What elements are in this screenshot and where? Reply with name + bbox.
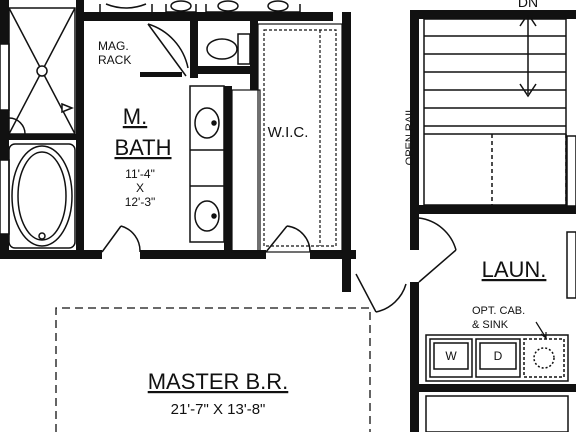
master-door[interactable]: [355, 273, 377, 313]
wic-shelving: [231, 23, 343, 253]
sink-lower-icon: [194, 200, 220, 232]
doors: [101, 23, 457, 313]
stairs-direction-label: DN: [518, 0, 538, 10]
master-ceiling-outline: [55, 307, 371, 432]
master-bath-dim-x: X: [136, 181, 144, 195]
window-left-lower: [0, 159, 10, 235]
wic-label: W.I.C.: [268, 124, 309, 141]
toilet: [206, 33, 251, 65]
open-rail-label: OPEN RAIL: [404, 107, 416, 166]
laundry-door[interactable]: [418, 249, 457, 283]
top-fixtures: [99, 0, 301, 13]
bathtub: [8, 143, 76, 249]
window-left-upper: [0, 43, 10, 111]
washer-box: [429, 338, 473, 378]
vanity: [189, 85, 225, 243]
window-right-upper: [566, 135, 576, 207]
master-br-dims: 21'-7" X 13'-8": [171, 401, 266, 418]
opt-cab-label-line1: OPT. CAB.: [472, 305, 525, 317]
sink-upper-icon: [194, 107, 220, 139]
master-bath-label-line2: BATH: [114, 135, 171, 160]
laundry-appliances: [425, 321, 569, 432]
master-bath-dim-width: 11'-4": [125, 167, 155, 181]
master-bath-dim-height: 12'-3": [125, 195, 156, 209]
bath-door[interactable]: [101, 225, 122, 253]
opt-cab-label-line2: & SINK: [472, 319, 509, 331]
mag-rack-label-line2: RACK: [98, 53, 131, 67]
shower-drain-icon: [36, 65, 48, 77]
washer-label: W: [445, 349, 457, 363]
master-br-label: MASTER B.R.: [148, 369, 289, 394]
window-right-lower: [566, 231, 576, 299]
mag-rack-label-line1: MAG.: [98, 39, 129, 53]
master-bath-label-line1: M.: [123, 104, 147, 129]
shower: [8, 7, 76, 135]
staircase: [423, 12, 567, 206]
wic-door[interactable]: [265, 225, 288, 253]
laundry-sink-icon: [523, 338, 565, 378]
labels: MAG. RACK M. BATH 11'-4" X 12'-3" W.I.C.…: [98, 0, 546, 418]
dryer-label: D: [494, 349, 503, 363]
laundry-label: LAUN.: [482, 257, 547, 282]
toilet-room-door[interactable]: [147, 23, 187, 77]
laundry-counter: [425, 334, 569, 382]
dryer-box: [475, 338, 521, 378]
